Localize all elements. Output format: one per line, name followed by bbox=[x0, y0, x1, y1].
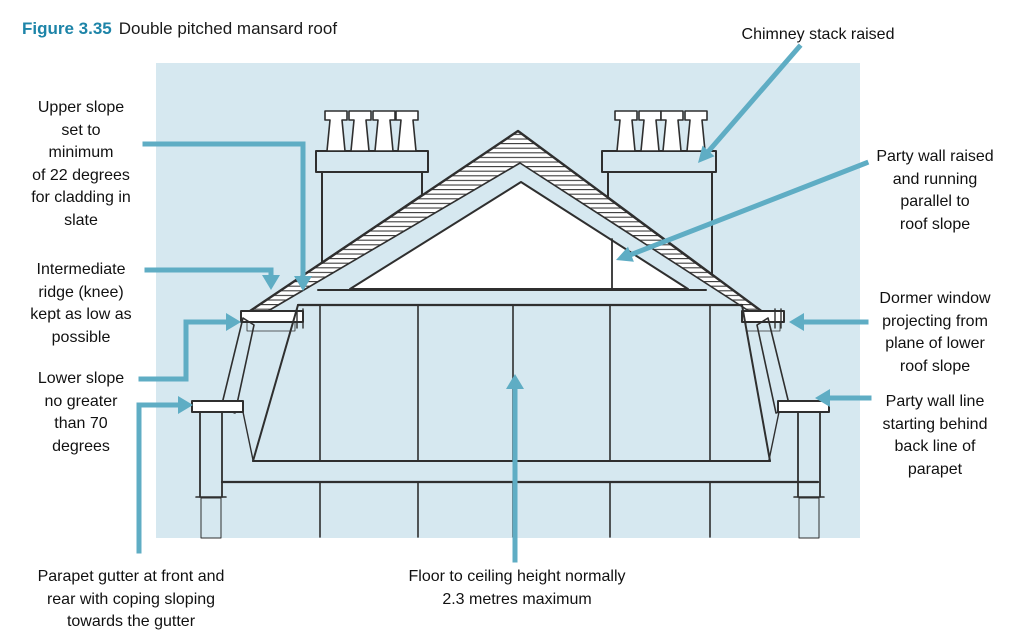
interior-structure bbox=[220, 304, 820, 538]
knee-ledge-left bbox=[240, 308, 304, 332]
figure-caption: Figure 3.35 Double pitched mansard roof bbox=[22, 18, 337, 40]
chimney-pots-right bbox=[614, 110, 708, 152]
label-party-wall-line: Party wall line starting behind back lin… bbox=[882, 393, 988, 478]
label-floor-ceiling: Floor to ceiling height normally 2.3 met… bbox=[408, 568, 626, 608]
lower-slope-right bbox=[756, 317, 791, 414]
figure-label: Figure 3.35 bbox=[22, 19, 112, 38]
arrow-chimney-stack bbox=[698, 43, 803, 163]
label-upper-slope: Upper slope set to minimum of 22 degrees… bbox=[31, 99, 131, 229]
arrow-lower-slope bbox=[138, 313, 241, 382]
label-dormer-window: Dormer window projecting from plane of l… bbox=[879, 290, 991, 375]
chimney-right bbox=[601, 110, 717, 276]
upper-roof-gable bbox=[248, 129, 766, 315]
label-lower-slope: Lower slope no greater than 70 degrees bbox=[37, 370, 125, 455]
figure-title: Double pitched mansard roof bbox=[118, 19, 338, 38]
diagram-panel bbox=[156, 63, 860, 538]
arrow-party-wall-raised bbox=[616, 159, 870, 262]
arrow-upper-slope bbox=[142, 141, 312, 291]
arrow-dormer-window bbox=[789, 313, 869, 331]
chimney-pots-left bbox=[324, 110, 419, 152]
label-party-wall-raised: Party wall raised and running parallel t… bbox=[876, 148, 994, 233]
arrow-intermediate-ridge bbox=[144, 267, 280, 290]
chimney-left bbox=[315, 110, 429, 264]
parapet-left bbox=[191, 400, 254, 539]
label-intermediate-ridge: Intermediate ridge (knee) kept as low as… bbox=[30, 261, 132, 346]
arrow-party-wall-line bbox=[815, 389, 872, 407]
arrow-parapet-gutter bbox=[136, 396, 193, 554]
label-parapet-gutter: Parapet gutter at front and rear with co… bbox=[37, 568, 225, 630]
arrow-floor-ceiling bbox=[506, 374, 524, 563]
label-chimney-stack: Chimney stack raised bbox=[741, 26, 895, 43]
